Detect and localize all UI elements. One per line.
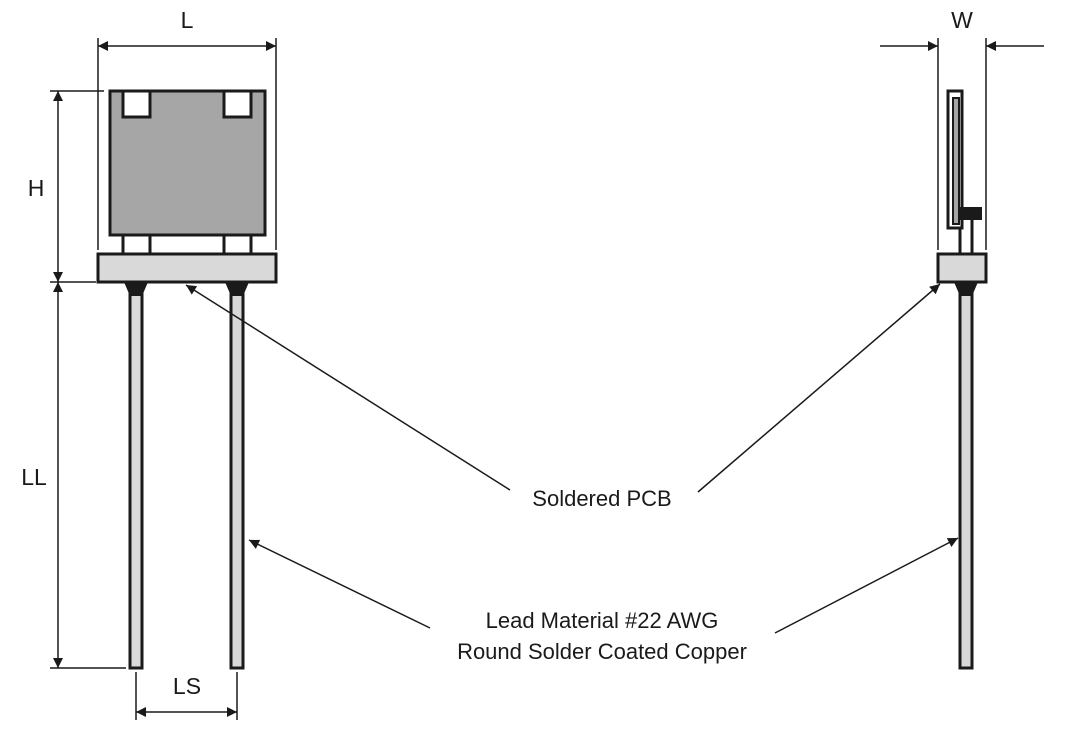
right-top-tab	[222, 89, 253, 119]
lead-leader-side	[774, 537, 959, 634]
left-top-tab	[121, 89, 152, 119]
side-pcb	[936, 252, 988, 284]
left-terminal	[121, 233, 152, 257]
callout-lead-coating: Round Solder Coated Copper	[457, 639, 747, 664]
side-solder-joint	[954, 282, 978, 296]
pcb-leader-front	[185, 284, 511, 491]
right-terminal	[222, 233, 253, 257]
label-ll: LL	[21, 464, 47, 490]
side-clip	[960, 207, 982, 220]
side-lead	[958, 288, 974, 670]
front-view	[96, 89, 278, 670]
label-l: L	[181, 7, 194, 33]
side-element	[952, 97, 960, 225]
front-pcb	[96, 252, 278, 284]
callout-lead-material: Lead Material #22 AWG	[486, 608, 719, 633]
leader-lines	[185, 283, 959, 634]
lead-leader-front	[248, 539, 431, 629]
callout-soldered-pcb: Soldered PCB	[532, 486, 671, 511]
pcb-leader-side	[697, 283, 941, 493]
label-h: H	[28, 175, 45, 201]
label-w: W	[951, 7, 973, 33]
dimension-lines	[50, 38, 1044, 720]
right-lead	[229, 288, 245, 670]
left-solder-joint	[124, 282, 148, 296]
left-lead	[128, 288, 144, 670]
label-ls: LS	[173, 673, 201, 699]
side-view	[936, 89, 988, 670]
right-solder-joint	[225, 282, 249, 296]
